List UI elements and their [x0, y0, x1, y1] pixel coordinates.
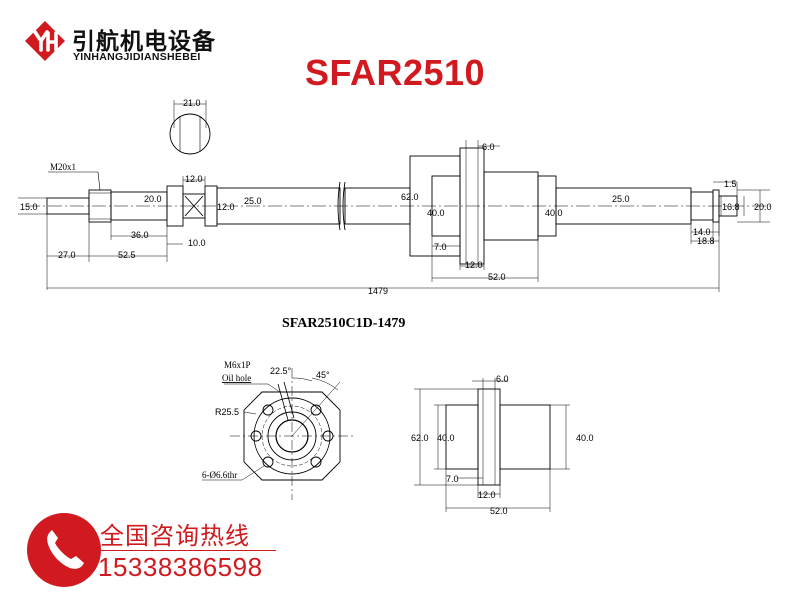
dim-shaft-dia-right: 25.0: [612, 194, 630, 204]
dim-len-27: 27.0: [58, 250, 76, 260]
main-shaft-view: [18, 100, 770, 292]
dim-nut-7: 7.0: [434, 242, 447, 252]
phone-icon[interactable]: [26, 512, 102, 588]
dim-bearing-seat-dia: 12.0: [217, 202, 235, 212]
dim-nut-dia-left: 40.0: [427, 208, 445, 218]
nut-side-view: [414, 378, 570, 512]
hotline-label: 全国咨询热线: [100, 522, 250, 550]
holes-label: 6-Ø6.6thr: [202, 470, 237, 480]
nut-flange-width: 6.0: [496, 374, 509, 384]
nut-dim-12: 12.0: [478, 490, 496, 500]
angle-b: 45°: [316, 370, 330, 380]
model-title: SFAR2510: [304, 52, 486, 93]
dim-flange-width: 6.0: [482, 142, 495, 152]
dim-right-end-dia-b: 20.0: [754, 202, 772, 212]
thread-label: M20x1: [50, 162, 76, 172]
hotline-divider: [98, 550, 276, 551]
dim-top-end-dia: 21.0: [183, 98, 201, 108]
hotline-number[interactable]: 15338386598: [98, 552, 263, 582]
oil-hole-thread: M6x1P: [224, 360, 251, 370]
nut-side-labels: 6.0 62.0 40.0 40.0 7.0 12.0 52.0: [411, 374, 594, 516]
dim-right-groove: 1.5: [724, 179, 737, 189]
nut-dia-left: 40.0: [437, 433, 455, 443]
nut-dim-len: 52.0: [490, 506, 508, 516]
dim-flange-dia: 62.0: [401, 192, 419, 202]
dim-nut-len: 52.0: [488, 272, 506, 282]
brand-logo: 引航机电设备 YINHANGJIDIANSHEBEI: [24, 18, 224, 68]
dim-nut-12: 12.0: [465, 260, 483, 270]
nut-flange-dia: 62.0: [411, 433, 429, 443]
dim-step-dia: 20.0: [144, 194, 162, 204]
nut-dia-right: 40.0: [576, 433, 594, 443]
oil-hole-label: Oil hole: [222, 373, 251, 383]
brand-name-cn: 引航机电设备: [72, 29, 216, 55]
yh-logo-icon: [25, 21, 65, 61]
nut-dim-7: 7.0: [446, 474, 459, 484]
end-view-labels: M6x1P Oil hole 22.5° 45° R25.5 6-Ø6.6thr: [202, 360, 330, 480]
dim-left-end-dia: 15.0: [20, 202, 38, 212]
part-number: SFAR2510C1D-1479: [282, 316, 405, 331]
radius-label: R25.5: [215, 407, 239, 417]
hotline-block: 全国咨询热线 15338386598: [26, 512, 286, 592]
dim-len-10: 10.0: [188, 238, 206, 248]
dim-right-end-dia-a: 16.8: [722, 202, 740, 212]
brand-name-en: YINHANGJIDIANSHEBEI: [73, 51, 201, 63]
dim-len-36: 36.0: [131, 230, 149, 240]
dim-len-52-5: 52.5: [118, 250, 136, 260]
dim-total-length: 1479: [368, 286, 388, 296]
dim-bearing-seat-width: 12.0: [185, 174, 203, 184]
flange-end-view: [202, 368, 356, 500]
dim-shaft-dia-left: 25.0: [244, 196, 262, 206]
main-view-labels: 21.0 M20x1 15.0 20.0 12.0 12.0 25.0 6.0 …: [20, 98, 772, 296]
dim-right-14: 14.0: [693, 227, 711, 237]
dim-nut-dia-right: 40.0: [545, 208, 563, 218]
angle-a: 22.5°: [270, 366, 292, 376]
dim-right-18-8: 18.8: [697, 236, 715, 246]
